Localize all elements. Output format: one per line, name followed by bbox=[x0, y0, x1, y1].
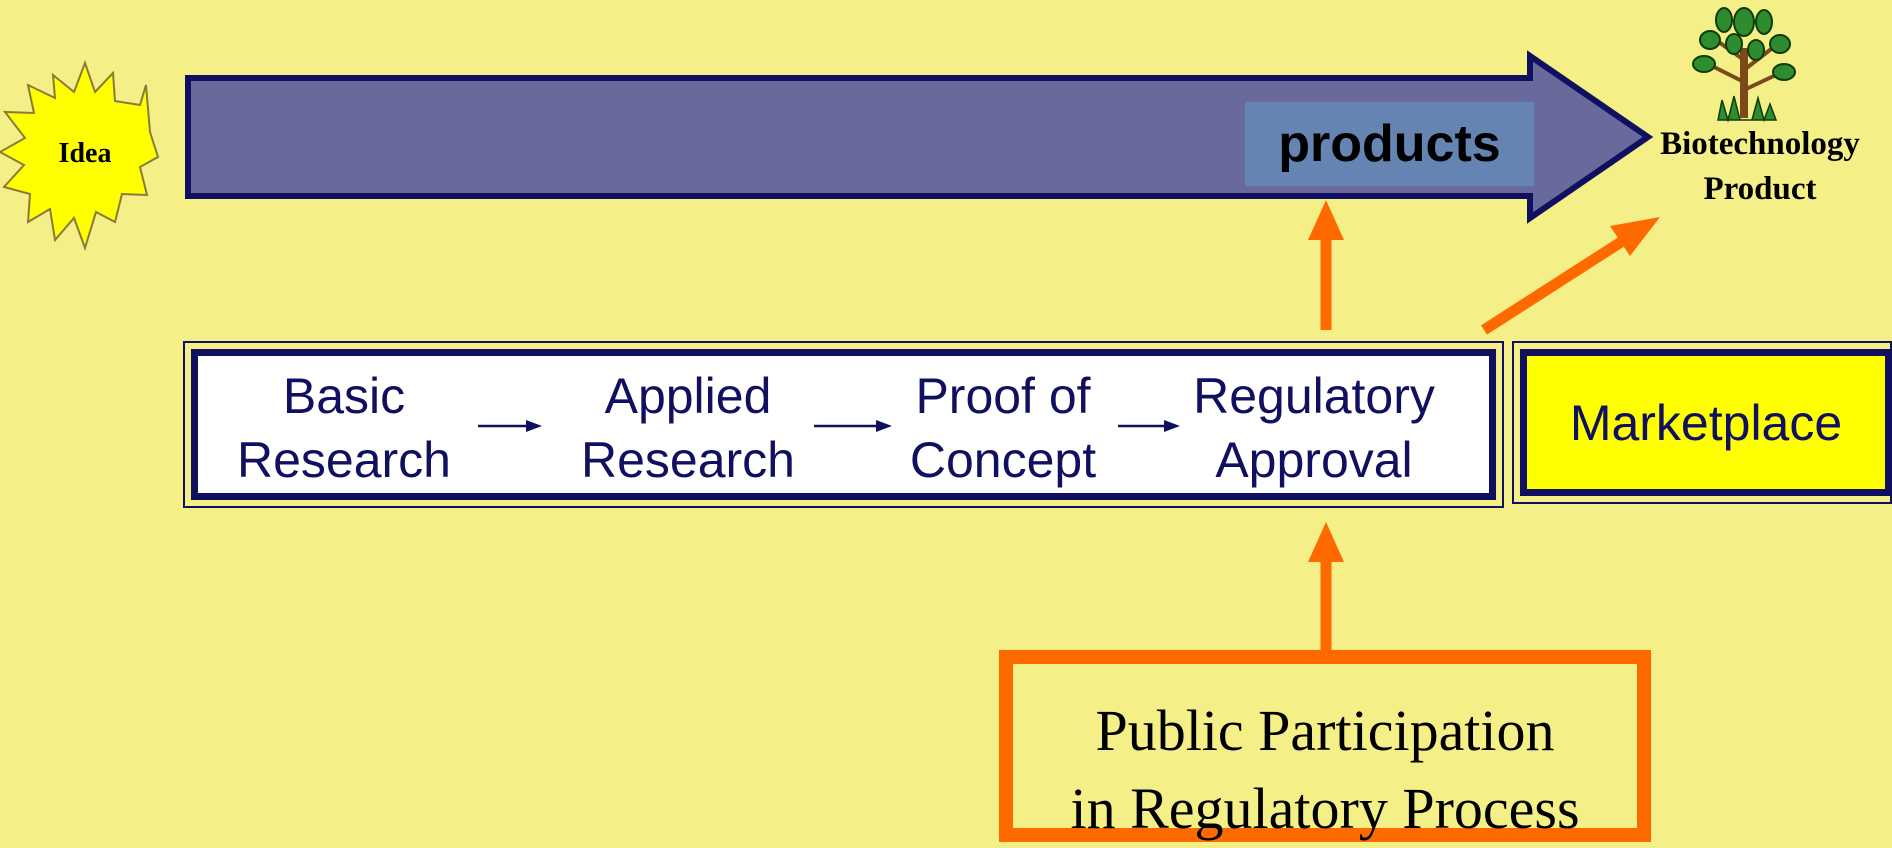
products-label: products bbox=[1278, 115, 1501, 173]
step-line1: Basic bbox=[282, 368, 406, 424]
public-participation-label: Public Participation in Regulatory Proce… bbox=[1013, 692, 1637, 848]
step-arrow-2 bbox=[814, 420, 892, 432]
marketplace-label: Marketplace bbox=[1569, 394, 1843, 451]
orange-arrow-to-product bbox=[1481, 217, 1660, 335]
public-participation-line1: Public Participation bbox=[1095, 698, 1555, 763]
step-arrow-3 bbox=[1118, 420, 1180, 432]
orange-arrow-up-to-approval bbox=[1308, 522, 1344, 650]
idea-burst-shape bbox=[0, 60, 160, 252]
biotechnology-product-label: Biotechnology Product bbox=[1640, 122, 1880, 212]
orange-arrow-up-to-products bbox=[1308, 200, 1344, 330]
step-proof-of-concept: Proof of Concept bbox=[878, 364, 1128, 492]
step-regulatory-approval: Regulatory Approval bbox=[1180, 364, 1448, 492]
marketplace-box: Marketplace bbox=[1520, 349, 1892, 496]
step-line2: Research bbox=[581, 432, 795, 488]
step-line2: Research bbox=[237, 432, 451, 488]
tree-icon bbox=[1692, 7, 1796, 123]
idea-label: Idea bbox=[58, 138, 112, 169]
step-line1: Proof of bbox=[915, 368, 1091, 424]
public-participation-box: Public Participation in Regulatory Proce… bbox=[999, 650, 1651, 842]
step-line2: Concept bbox=[909, 432, 1097, 488]
step-line2: Approval bbox=[1215, 432, 1413, 488]
step-line1: Regulatory bbox=[1193, 368, 1435, 424]
step-applied-research: Applied Research bbox=[562, 364, 814, 492]
biotechnology-product-line1: Biotechnology bbox=[1660, 126, 1860, 162]
step-line1: Applied bbox=[604, 368, 772, 424]
process-box bbox=[191, 349, 1496, 500]
biotechnology-product-line2: Product bbox=[1703, 171, 1817, 207]
step-arrow-1 bbox=[478, 420, 542, 432]
public-participation-line2: in Regulatory Process bbox=[1070, 776, 1580, 841]
products-box: products bbox=[1245, 102, 1534, 186]
step-basic-research: Basic Research bbox=[218, 364, 470, 492]
